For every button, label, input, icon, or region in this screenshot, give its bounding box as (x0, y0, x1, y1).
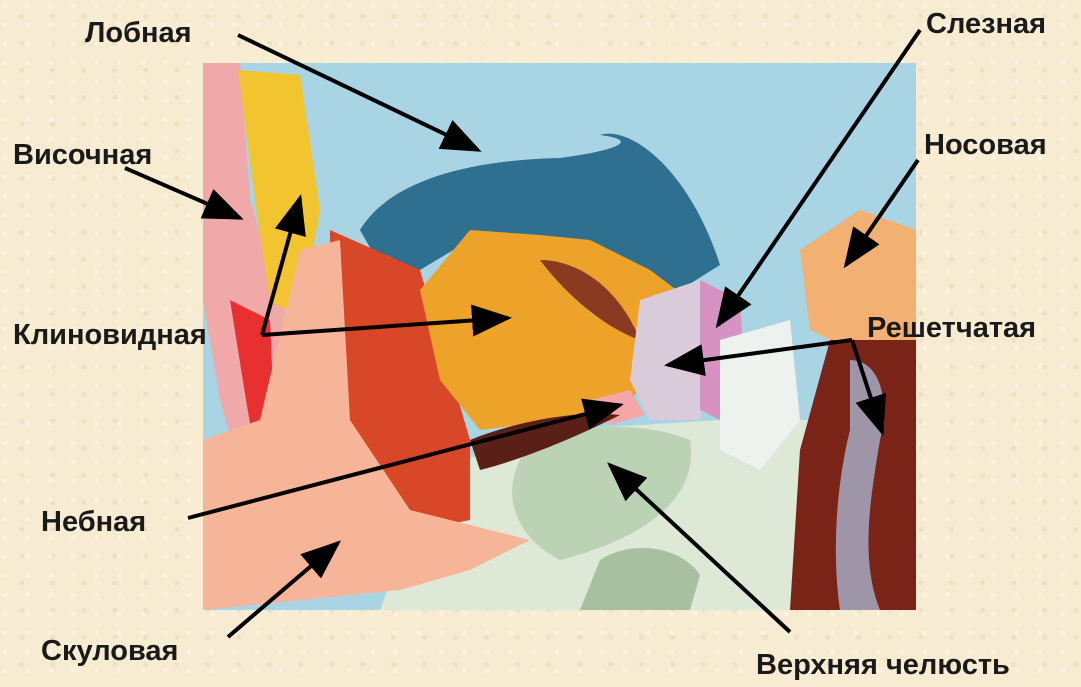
label-frontal: Лобная (85, 16, 192, 50)
label-palatine: Небная (41, 505, 146, 539)
label-zygomatic: Скуловая (41, 634, 178, 668)
label-nasal: Носовая (924, 128, 1047, 162)
label-temporal: Височная (13, 138, 152, 172)
label-sphenoid: Клиновидная (13, 318, 207, 352)
label-maxilla: Верхняя челюсть (756, 648, 1010, 682)
label-lacrimal: Слезная (926, 7, 1046, 41)
label-ethmoid: Решетчатая (867, 311, 1036, 345)
orbit-illustration (203, 63, 916, 610)
